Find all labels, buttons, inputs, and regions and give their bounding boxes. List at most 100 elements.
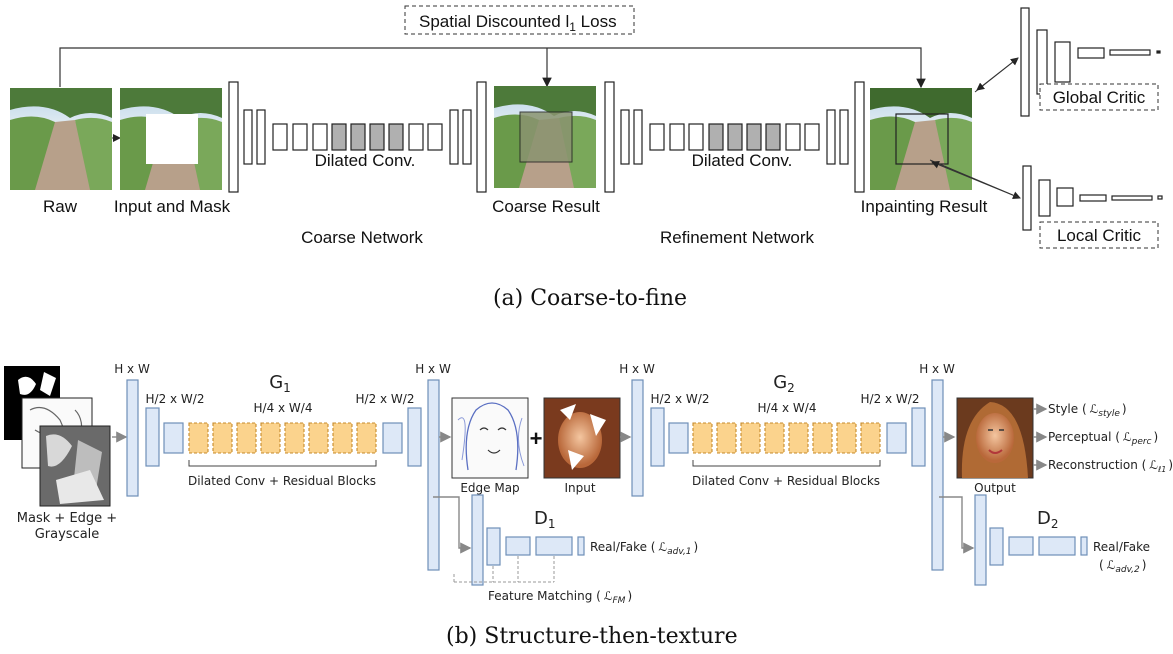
rec-sub: ℓ1 [1157, 465, 1166, 474]
dilated-res-2-label: Dilated Conv + Residual Blocks [692, 474, 880, 488]
rec-sym: ℒ [1149, 458, 1158, 472]
global-critic-label: Global Critic [1053, 88, 1146, 107]
g2-block-h4w4-out [886, 422, 907, 454]
loss-tail: Loss [576, 12, 617, 31]
plus-sign: + [530, 426, 543, 451]
local-critic-label: Local Critic [1057, 226, 1142, 245]
svg-text:D1: D1 [534, 508, 556, 531]
perc-close: ) [1154, 430, 1159, 444]
svg-text:D2: D2 [1037, 508, 1059, 531]
input-image [543, 397, 621, 479]
caption-b: (b) Structure-then-texture [446, 624, 738, 649]
inpainting-result-label: Inpainting Result [861, 197, 988, 216]
d1-connector [433, 496, 472, 554]
fm-sym: ℒ [604, 589, 613, 603]
d2-block-2 [989, 527, 1004, 566]
style-label: Style ( [1048, 402, 1087, 416]
g2-block-hw-in [631, 379, 644, 497]
loss-label: Spatial Discounted l [419, 12, 569, 31]
feature-matching-lines [453, 556, 555, 583]
d1-sub: 1 [548, 517, 556, 531]
g2-h2w2-in-label: H/2 x W/2 [651, 392, 710, 406]
adv2-close: ) [1142, 558, 1147, 572]
g1-h2w2-in-label: H/2 x W/2 [146, 392, 205, 406]
feature-matching-label: Feature Matching ( [488, 589, 601, 603]
d1-label: D [534, 508, 548, 529]
d1-block-4 [535, 536, 573, 556]
d2-connector [939, 496, 975, 554]
g1-label: G [269, 372, 283, 393]
svg-text:G2: G2 [773, 372, 795, 395]
g1-residual-blocks [188, 422, 377, 454]
raw-image [10, 88, 112, 190]
svg-text:Real/Fake (ℒadv,1): Real/Fake (ℒadv,1) [590, 540, 698, 557]
panel-a: Spatial Discounted l1 Loss [10, 5, 1163, 311]
g1-h4w4-label: H/4 x W/4 [254, 401, 313, 415]
g2-block-h2w2-out [911, 407, 926, 467]
coarse-result-label: Coarse Result [492, 197, 600, 216]
edge-map-image [451, 397, 529, 479]
reconstruction-label: Reconstruction ( [1048, 458, 1146, 472]
rec-close: ) [1168, 458, 1173, 472]
svg-text:Style (ℒstyle): Style (ℒstyle) [1048, 402, 1127, 419]
caption-a: (a) Coarse-to-fine [493, 286, 687, 311]
g2-h2w2-out-label: H/2 x W/2 [861, 392, 920, 406]
svg-text:Feature Matching (ℒFM): Feature Matching (ℒFM) [488, 589, 632, 606]
dilated-conv-2-label: Dilated Conv. [692, 151, 793, 170]
adv1-close: ) [694, 540, 699, 554]
adv1-sub: adv,1 [667, 547, 691, 557]
adv2-open: ( [1099, 558, 1104, 572]
g1-block-h2w2-out [407, 407, 422, 467]
d2-block-3 [1008, 536, 1034, 556]
output-image [956, 397, 1034, 479]
svg-text:G1: G1 [269, 372, 291, 395]
mask-edge-label: Mask + Edge + [17, 511, 117, 526]
input-mask-label: Input and Mask [114, 197, 231, 216]
d1-block-3 [505, 536, 531, 556]
d2-sub: 2 [1051, 517, 1059, 531]
edge-map-label: Edge Map [460, 481, 519, 495]
d1-block-1 [471, 494, 484, 586]
dilated-res-1-label: Dilated Conv + Residual Blocks [188, 474, 376, 488]
g1-block-h4w4-out [382, 422, 403, 454]
d2-block-4 [1038, 536, 1076, 556]
d2-label: D [1037, 508, 1051, 529]
perc-sub: perc [1131, 437, 1152, 447]
refinement-network-label: Refinement Network [660, 228, 815, 247]
svg-text:Perceptual (ℒperc): Perceptual (ℒperc) [1048, 430, 1158, 447]
loss-box [404, 5, 635, 35]
g2-block-hw-out [931, 379, 944, 571]
style-close: ) [1122, 402, 1127, 416]
d1-block-2 [486, 527, 501, 566]
panel-b: Mask + Edge + Grayscale H x W H/2 x W/2 … [4, 362, 1173, 649]
g2-h4w4-label: H/4 x W/4 [758, 401, 817, 415]
coarse-network-label: Coarse Network [301, 228, 423, 247]
loss-connector [59, 47, 926, 89]
fm-sub: FM [612, 596, 625, 606]
inpainting-result-image [870, 88, 972, 190]
grayscale-label: Grayscale [35, 527, 100, 542]
g1-block-h2w2-in [145, 407, 160, 467]
g1-hw-out-label: H x W [415, 362, 451, 376]
coarse-network-blocks [228, 81, 487, 193]
input-label: Input [564, 481, 595, 495]
d2-block-1 [974, 494, 987, 586]
d1-block-5 [577, 536, 585, 556]
adv2-sym: ℒ [1107, 558, 1116, 572]
real-fake-1-label: Real/Fake ( [590, 540, 655, 554]
perceptual-label: Perceptual ( [1048, 430, 1120, 444]
local-critic-box [1039, 221, 1159, 249]
local-critic-blocks [1022, 165, 1163, 231]
global-critic-blocks [1020, 7, 1161, 117]
g1-block-h4w4-in [163, 422, 184, 454]
svg-text:(ℒadv,2): (ℒadv,2) [1099, 558, 1146, 575]
g2-hw-out-label: H x W [919, 362, 955, 376]
svg-text:Spatial Discounted l1 Loss: Spatial Discounted l1 Loss [419, 12, 617, 34]
refinement-network-blocks [604, 81, 865, 193]
input-mask-image [120, 88, 222, 190]
loss-sub: 1 [569, 20, 576, 34]
g2-residual-blocks [692, 422, 881, 454]
g1-block-hw-in [126, 379, 139, 497]
g1-block-hw-out [427, 379, 440, 571]
global-critic-box [1039, 83, 1159, 111]
